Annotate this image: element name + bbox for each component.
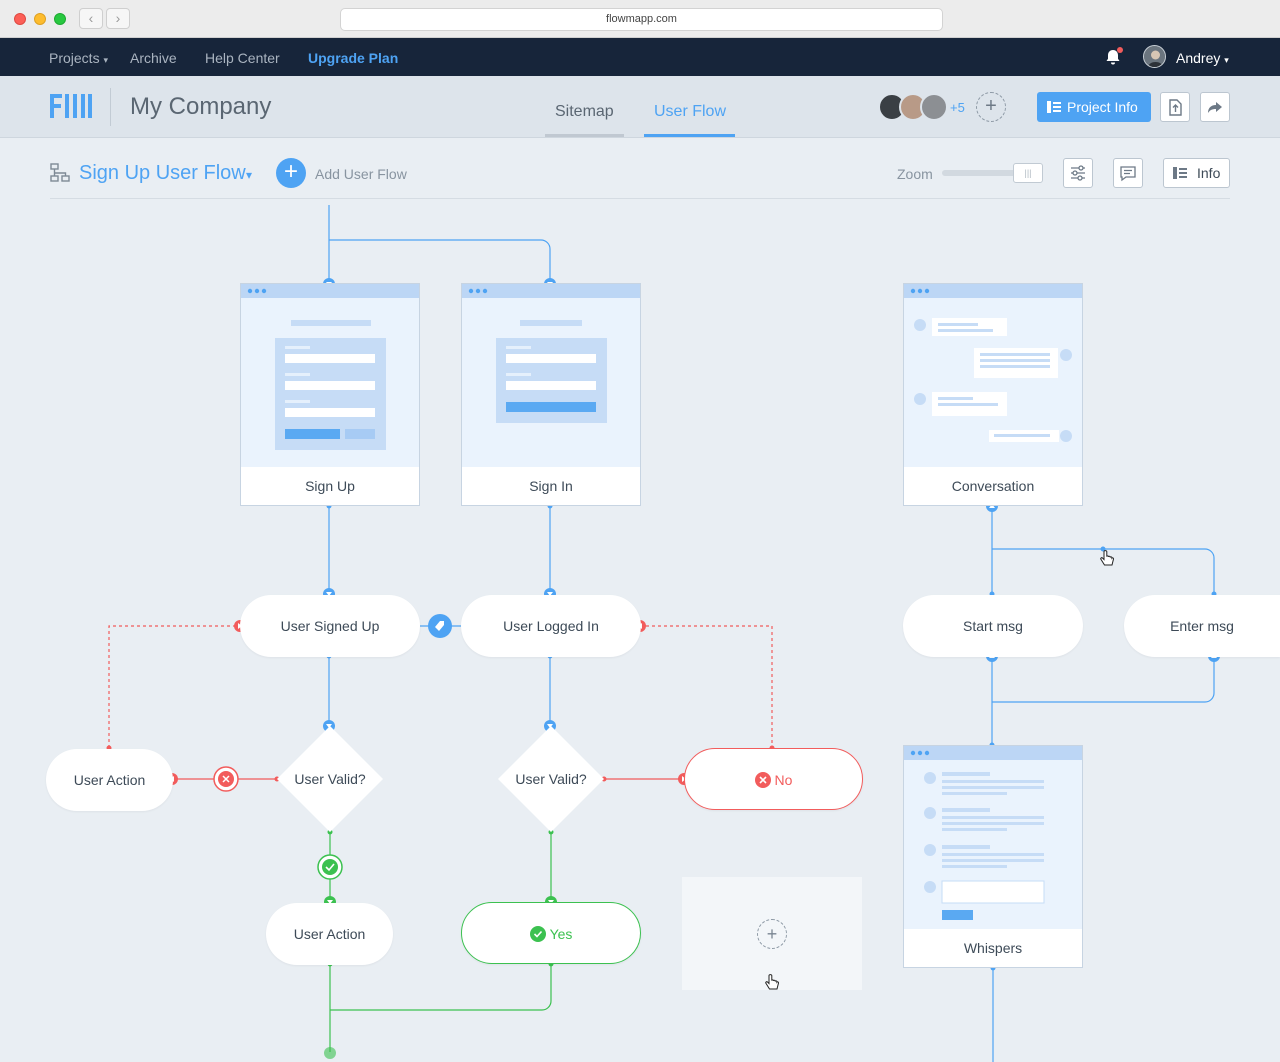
chevron-down-icon: ▾ [103, 55, 108, 65]
tab-sitemap-underline [545, 134, 624, 137]
form-wireframe-icon [275, 320, 386, 450]
nav-archive[interactable]: Archive [130, 50, 177, 66]
chevron-down-icon: ▾ [1224, 55, 1229, 65]
screen-card-sign-up[interactable]: Sign Up [240, 283, 420, 506]
chat-wireframe-icon [914, 318, 1072, 442]
share-icon [1208, 102, 1222, 113]
screen-label: Sign Up [305, 478, 355, 494]
node-user-action-left[interactable]: User Action [46, 749, 173, 811]
team-extra-count[interactable]: +5 [950, 100, 965, 115]
add-member-button[interactable]: + [976, 92, 1006, 122]
screen-card-conversation[interactable]: Conversation [903, 283, 1083, 506]
decision-user-valid-2[interactable]: User Valid? [515, 771, 587, 787]
form-wireframe-icon [496, 320, 607, 423]
forward-button[interactable]: › [106, 8, 130, 29]
project-info-button[interactable]: Project Info [1037, 92, 1151, 122]
node-user-signed-up[interactable]: User Signed Up [240, 595, 420, 657]
screen-titlebar [462, 284, 640, 298]
tab-user-flow-underline [644, 134, 735, 137]
zoom-slider-track[interactable] [942, 170, 1042, 176]
company-name: My Company [130, 93, 272, 120]
zoom-label: Zoom [897, 166, 933, 182]
list-icon [1173, 167, 1187, 179]
browser-chrome: ‹ › flowmapp.com [0, 0, 1280, 38]
screen-card-whispers[interactable]: Whispers [903, 745, 1083, 968]
export-button[interactable] [1160, 92, 1190, 122]
error-x-icon [754, 772, 771, 788]
nav-help-center[interactable]: Help Center [205, 50, 280, 66]
chevron-down-icon[interactable]: ▾ [246, 168, 253, 182]
notification-badge [1117, 47, 1123, 53]
screen-titlebar [904, 284, 1082, 298]
user-flow-icon [50, 163, 70, 182]
screen-titlebar [904, 746, 1082, 760]
node-no[interactable]: No [684, 748, 863, 810]
comments-button[interactable] [1113, 158, 1143, 188]
header-divider [110, 88, 111, 126]
sliders-icon [1071, 165, 1085, 181]
screen-label: Conversation [951, 478, 1035, 494]
comment-icon [1120, 166, 1136, 182]
notification-bell-icon[interactable] [1104, 48, 1122, 66]
minimize-window-button[interactable] [34, 13, 46, 25]
top-navigation: Projects ▾ Archive Help Center Upgrade P… [0, 38, 1280, 76]
list-icon [1047, 101, 1061, 113]
node-enter-msg[interactable]: Enter msg [1124, 595, 1280, 657]
node-user-action-bottom[interactable]: User Action [266, 903, 393, 965]
hand-cursor-icon [765, 974, 780, 990]
address-bar[interactable]: flowmapp.com [340, 8, 943, 31]
window-dots-icon [910, 288, 930, 294]
tab-user-flow[interactable]: User Flow [654, 103, 727, 120]
add-node-button[interactable]: + [757, 919, 787, 949]
team-avatar[interactable] [920, 93, 948, 121]
user-avatar[interactable] [1143, 45, 1166, 68]
nav-upgrade-plan[interactable]: Upgrade Plan [308, 50, 399, 66]
window-dots-icon [247, 288, 267, 294]
node-start-msg[interactable]: Start msg [903, 595, 1083, 657]
window-dots-icon [468, 288, 488, 294]
add-user-flow-label[interactable]: Add User Flow [315, 166, 407, 182]
add-user-flow-button[interactable]: + [276, 158, 306, 188]
screen-label: Sign In [529, 478, 573, 494]
screen-preview [904, 298, 1082, 467]
hand-cursor-icon [1100, 550, 1115, 566]
user-flow-title[interactable]: Sign Up User Flow [79, 162, 246, 184]
screen-titlebar [241, 284, 419, 298]
flowmapp-logo-icon [50, 94, 92, 118]
info-button[interactable]: Info [1163, 158, 1230, 188]
screen-preview [241, 298, 419, 467]
user-menu[interactable]: Andrey ▾ [1176, 50, 1229, 66]
node-yes[interactable]: Yes [461, 902, 641, 964]
decision-user-valid-1[interactable]: User Valid? [294, 771, 366, 787]
check-icon [529, 926, 546, 942]
window-dots-icon [910, 750, 930, 756]
tab-sitemap[interactable]: Sitemap [555, 103, 614, 120]
screen-card-sign-in[interactable]: Sign In [461, 283, 641, 506]
messages-wireframe-icon [924, 772, 1045, 920]
maximize-window-button[interactable] [54, 13, 66, 25]
nav-projects[interactable]: Projects ▾ [49, 50, 108, 66]
export-icon [1169, 99, 1182, 116]
toolbar-divider [50, 198, 1230, 199]
screen-preview [462, 298, 640, 467]
screen-label: Whispers [963, 940, 1023, 956]
screen-preview [904, 760, 1082, 929]
close-window-button[interactable] [14, 13, 26, 25]
share-button[interactable] [1200, 92, 1230, 122]
back-button[interactable]: ‹ [79, 8, 103, 29]
settings-button[interactable] [1063, 158, 1093, 188]
node-user-logged-in[interactable]: User Logged In [461, 595, 641, 657]
zoom-slider-handle[interactable]: ||| [1013, 163, 1043, 183]
